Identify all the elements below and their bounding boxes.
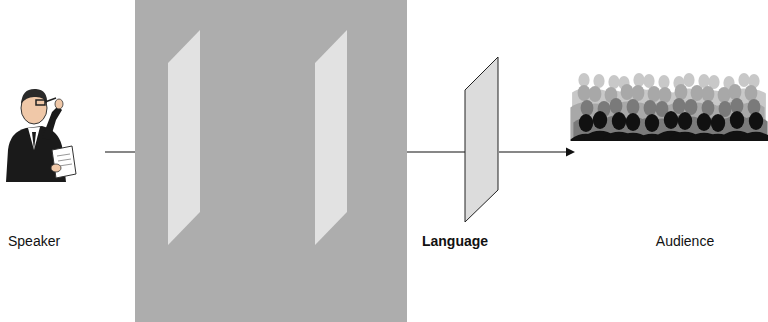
- diagram-node: Speaker: [0, 80, 105, 260]
- node-label: Language: [410, 232, 500, 250]
- diagram-node: Language: [465, 57, 499, 257]
- diagram-node: Audience: [575, 60, 765, 260]
- audience-crowd: [570, 73, 768, 141]
- inner-plane: [315, 30, 347, 245]
- inner-plane: [168, 30, 200, 245]
- node-label: Speaker: [8, 232, 60, 250]
- connector: [499, 148, 575, 157]
- language-plane: [465, 57, 498, 222]
- node-label: Audience: [625, 232, 745, 250]
- grey-panel: [135, 0, 407, 322]
- speaker-icon: [6, 89, 76, 182]
